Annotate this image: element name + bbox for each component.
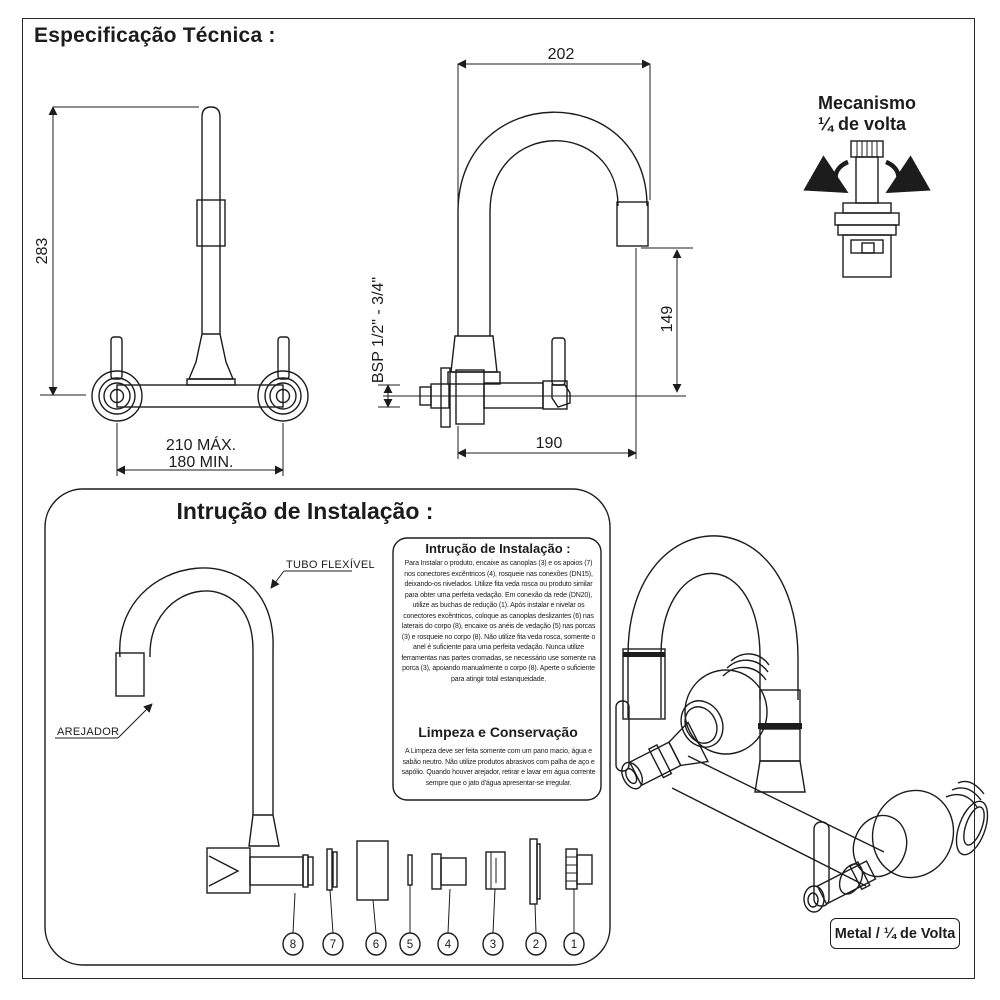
cleaning-body: A Limpeza deve ser feita somente com um … bbox=[401, 748, 596, 787]
installation-box-title: Intrução de Instalação : bbox=[176, 498, 434, 524]
iso-right-handle bbox=[803, 821, 877, 913]
dimension-149: 149 bbox=[641, 247, 693, 393]
balloon-3: 3 bbox=[490, 939, 496, 951]
label-flexible-tube: TUBO FLEXÍVEL bbox=[270, 558, 375, 589]
instructions-text-box bbox=[392, 537, 602, 801]
balloon-5: 5 bbox=[407, 939, 413, 951]
thread-label: BSP 1/2" - 3/4" bbox=[370, 277, 387, 383]
cartridge-drawing bbox=[803, 140, 931, 278]
mechanism-title-line1: Mecanismo bbox=[818, 93, 917, 113]
dim-180-label: 180 MIN. bbox=[169, 454, 234, 471]
balloon-6: 6 bbox=[373, 939, 379, 951]
isometric-drawing bbox=[615, 535, 989, 913]
dimension-202: 202 bbox=[457, 46, 651, 225]
instructions-body: Para Instalar o produto, encaixe as cano… bbox=[401, 560, 596, 683]
label-aerator: AREJADOR bbox=[55, 703, 153, 739]
exploded-parts bbox=[326, 838, 593, 905]
side-handle bbox=[551, 337, 566, 386]
dimension-283: 283 bbox=[34, 106, 199, 396]
part-balloons: 8 7 6 5 4 3 2 1 bbox=[282, 885, 585, 956]
side-view-drawing: 202 BSP 1/2" - 3/4" bbox=[370, 46, 693, 459]
dim-283-label: 283 bbox=[34, 238, 51, 265]
balloon-8: 8 bbox=[290, 939, 296, 951]
page-border bbox=[22, 18, 975, 979]
balloon-4: 4 bbox=[445, 939, 452, 951]
dimension-190: 190 bbox=[457, 248, 637, 459]
cleaning-heading: Limpeza e Conservação bbox=[418, 724, 578, 740]
mechanism-title-line2: ¼ de volta bbox=[818, 114, 907, 134]
dim-210-label: 210 MÁX. bbox=[166, 435, 236, 454]
rotate-arrow-right bbox=[884, 155, 931, 194]
installation-box: TUBO FLEXÍVEL AREJADOR bbox=[44, 488, 611, 966]
iso-left-handle bbox=[615, 700, 630, 772]
mechanism-title: Mecanismo ¼ de volta bbox=[818, 93, 916, 135]
balloon-7: 7 bbox=[330, 939, 336, 951]
dimension-210-180: 210 MÁX. 180 MIN. bbox=[116, 423, 284, 476]
page-title: Especificação Técnica : bbox=[34, 24, 276, 47]
material-badge: Metal / ¼ de Volta bbox=[830, 918, 960, 949]
aerator-block bbox=[115, 652, 145, 697]
instructions-heading: Intrução de Instalação : bbox=[425, 541, 571, 556]
balloon-1: 1 bbox=[571, 939, 577, 951]
dim-190-label: 190 bbox=[536, 435, 563, 452]
rotate-arrow-left bbox=[803, 155, 850, 194]
dim-202-label: 202 bbox=[548, 46, 575, 63]
front-left-handle bbox=[110, 336, 123, 380]
balloon-2: 2 bbox=[533, 939, 539, 951]
front-view-drawing: 283 210 MÁX. 180 MIN. bbox=[34, 106, 309, 476]
dim-149-label: 149 bbox=[659, 306, 676, 333]
svg-text:AREJADOR: AREJADOR bbox=[57, 726, 119, 738]
front-right-handle bbox=[277, 336, 290, 380]
svg-text:TUBO FLEXÍVEL: TUBO FLEXÍVEL bbox=[286, 558, 375, 571]
